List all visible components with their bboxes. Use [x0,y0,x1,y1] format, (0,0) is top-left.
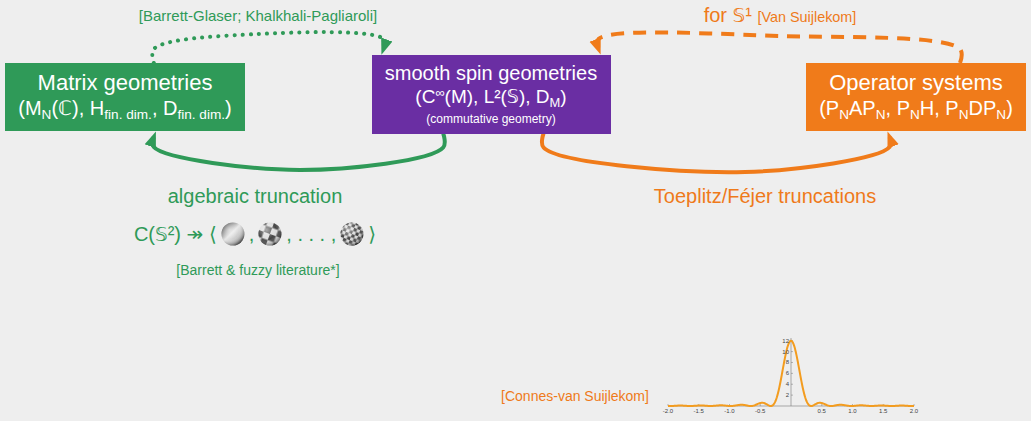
spin-geometry-box: smooth spin geometries(C∞(M), L²(𝕊), DM)… [372,55,611,134]
sphere-shade [259,223,282,246]
sphere-shade [221,223,244,246]
text-run: N [876,107,886,122]
text-run: ∞ [435,85,444,100]
box-text: (MN(ℂ), Hfin. dim., Dfin. dim.) [17,95,233,124]
dotted-arrow [152,32,384,63]
axis-tick [791,395,793,396]
text-run: M [550,95,561,110]
solid-arrow [542,134,891,173]
sphere-shade [341,223,364,246]
box-text: (PNAPN, PNH, PNDPN) [818,95,1014,124]
tick-label: -1.5 [694,408,704,414]
operator-system-box: Operator systems(PNAPN, PNH, PNDPN) [806,63,1026,131]
text-run: N [42,107,52,122]
dashed-arrow [597,32,961,63]
text-run: N [996,107,1006,122]
formula-row: C(𝕊²) ↠ ⟨ [134,221,376,247]
sphere [221,223,244,246]
text-run: (M [18,97,41,119]
tick-label: 1.5 [879,408,887,414]
text-run: AP [849,97,876,119]
axis-tick [791,362,793,363]
citation: [Barrett & fuzzy literature*] [176,262,339,278]
axis-tick [791,384,793,385]
axis-tick [760,404,761,406]
sphere-harmonic-icon [220,221,246,247]
box-title: smooth spin geometries [384,62,599,85]
text-run: ) [225,97,232,119]
sphere-harmonic-icon [257,221,283,247]
tick-label: 1.0 [848,408,856,414]
tick-label: 2 [786,392,789,398]
fejer-kernel-plot [660,334,922,418]
sphere [341,223,364,246]
tick-label: 10 [782,349,789,355]
text-run: DP [969,97,997,119]
edge-label: for 𝕊¹ [Van Suijlekom] [704,3,857,27]
box-text: (commutative geometry) [384,112,599,126]
tick-label: 8 [786,359,789,365]
tick-label: 6 [786,370,789,376]
text-run: [Van Suijlekom] [757,9,856,25]
tick-label: 12 [782,338,789,344]
box-text: (C∞(M), L²(𝕊), DM) [384,85,599,112]
citation: [Connes-van Suijlekom] [501,388,649,404]
tick-label: -0.5 [755,408,765,414]
tick-label: -1.0 [724,408,734,414]
tick-label: 0.5 [818,408,826,414]
box-title: Operator systems [818,70,1014,95]
edge-label: algebraic truncation [168,185,343,208]
text-run: ) [560,86,566,107]
formula-text: C(𝕊²) ↠ ⟨ [134,222,217,246]
sphere-harmonic-icon [339,221,365,247]
axis-tick [791,373,793,374]
tick-label: 2.0 [910,408,918,414]
text-run: , D [152,97,178,119]
plot-curve [668,341,914,406]
text-run: fin. dim. [177,107,225,122]
text-run: N [910,107,920,122]
solid-arrow [153,134,445,170]
formula-text: , . . . , [286,223,336,246]
box-title: Matrix geometries [17,70,233,95]
y-axis [791,338,792,406]
text-run: H, P [920,97,959,119]
formula-text: , [249,223,255,246]
text-run: N [959,107,969,122]
text-run: (M), L²(𝕊), D [445,86,550,107]
text-run: (C [415,86,435,107]
tick-label: -2.0 [663,408,673,414]
text-run: ) [1006,97,1013,119]
axis-tick [821,404,822,406]
text-run: , P [886,97,910,119]
text-run: (P [819,97,839,119]
plot-axes [668,338,914,406]
edge-label: Toeplitz/Féjer truncations [654,185,876,208]
matrix-geometry-box: Matrix geometries(MN(ℂ), Hfin. dim., Dfi… [5,63,245,131]
text-run: N [839,107,849,122]
text-run: for 𝕊¹ [704,4,758,26]
formula-text: ⟩ [368,222,376,246]
axis-tick [791,351,793,352]
text-run: (ℂ), H [51,97,104,119]
sphere [259,223,282,246]
edge-label: [Barrett-Glaser; Khalkhali-Pagliaroli] [139,7,377,24]
text-run: fin. dim. [104,107,152,122]
tick-label: 4 [786,381,789,387]
